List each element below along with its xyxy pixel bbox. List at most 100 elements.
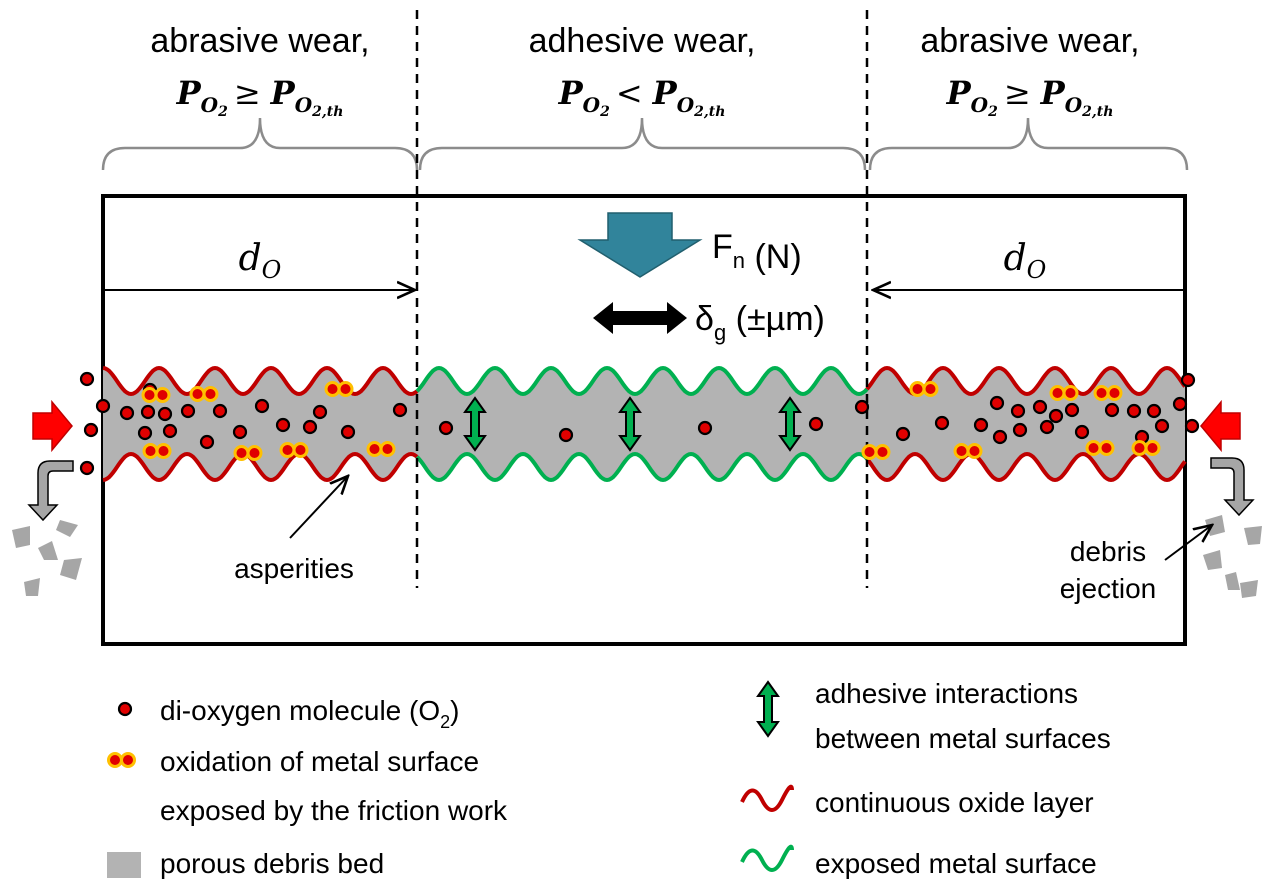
debris-ejection-arrow-left xyxy=(27,460,74,522)
o2-molecule xyxy=(808,416,824,432)
svg-text:exposed metal surface: exposed metal surface xyxy=(815,848,1097,879)
oxide-layer-bottom-left xyxy=(102,451,419,483)
displacement-arrow xyxy=(593,302,687,334)
o2-inflow-arrow-right xyxy=(1200,399,1241,453)
oxide-layer-bottom-right xyxy=(865,451,1187,483)
o2-molecule xyxy=(1184,418,1200,434)
oxidation-pair xyxy=(366,441,396,457)
debris-ejection-pointer xyxy=(1164,525,1212,561)
o2-molecule xyxy=(1104,402,1120,418)
legend-item-oxidation: oxidation of metal surface exposed by th… xyxy=(107,746,508,826)
o2-molecule xyxy=(992,429,1008,445)
brace-center xyxy=(418,117,867,171)
o2-molecule xyxy=(302,419,318,435)
o2-molecule xyxy=(199,434,215,450)
o2-molecule xyxy=(275,417,291,433)
zone-title-right: abrasive wear, xyxy=(920,22,1139,60)
oxide-layer-top-left xyxy=(102,365,419,397)
zone-title-center: adhesive wear, xyxy=(529,22,756,60)
zone-condition-right: PO2≥PO2,th xyxy=(946,74,1114,120)
zone-condition-left: PO2≥PO2,th xyxy=(176,74,344,120)
o2-molecule xyxy=(254,398,270,414)
svg-text:continuous oxide layer: continuous oxide layer xyxy=(815,787,1094,818)
o2-molecule xyxy=(180,403,196,419)
normal-force-label: Fn (±µm) (N) xyxy=(712,228,802,276)
o2-molecule xyxy=(1180,372,1196,388)
zone-braces xyxy=(101,117,1189,171)
oxidation-pair xyxy=(1093,385,1123,401)
adhesive-interaction-arrow xyxy=(463,396,487,452)
svg-text:adhesive interactions: adhesive interactions xyxy=(815,678,1078,709)
o2-molecules xyxy=(79,371,1200,476)
o2-molecule xyxy=(697,420,713,436)
debris-fragments-left xyxy=(12,520,82,596)
o2-molecule xyxy=(558,427,574,443)
o2-molecule xyxy=(312,404,328,420)
brace-left xyxy=(101,117,419,171)
zone-heading-center: adhesive wear, PO2<PO2,th xyxy=(529,22,756,120)
o2-molecule xyxy=(1039,419,1055,435)
o2-molecule xyxy=(1146,403,1162,419)
normal-force-arrow xyxy=(577,212,703,278)
o2-inflow-arrow-left xyxy=(32,399,73,453)
svg-text:di-oxygen molecule (O2): di-oxygen molecule (O2) xyxy=(160,695,459,732)
o2-molecule xyxy=(392,402,408,418)
o2-molecule xyxy=(1172,396,1188,412)
o2-molecule xyxy=(79,460,95,476)
o2-molecule xyxy=(895,426,911,442)
legend-item-metal-surface: exposed metal surface xyxy=(740,844,1097,879)
o2-molecule xyxy=(1074,424,1090,440)
debris-ejection-arrow-right xyxy=(1210,457,1255,517)
debris-fragments-right xyxy=(1203,515,1262,598)
o2-molecule xyxy=(1032,399,1048,415)
o2-molecule xyxy=(989,395,1005,411)
zone-heading-left: abrasive wear, PO2≥PO2,th xyxy=(150,22,369,120)
o2-molecule xyxy=(119,405,135,421)
o2-molecule xyxy=(973,417,989,433)
oxidation-pair xyxy=(233,445,263,461)
oxidation-pair xyxy=(189,386,219,402)
d-o-label-left: dO xyxy=(239,238,282,284)
oxidation-pair xyxy=(1085,440,1115,456)
adhesive-interaction-arrow xyxy=(618,396,642,452)
oxidation-pair xyxy=(861,444,891,460)
oxidation-pair xyxy=(1131,440,1161,456)
debris-label-line1: debris xyxy=(1070,536,1146,567)
svg-text:porous debris bed: porous debris bed xyxy=(160,848,384,879)
debris-label-line2: ejection xyxy=(1060,573,1157,604)
o2-molecule xyxy=(95,398,111,414)
oxidation-pairs xyxy=(141,381,1161,461)
legend: di-oxygen molecule (O2) oxidation of met… xyxy=(107,678,1111,879)
oxidation-pair xyxy=(1049,385,1079,401)
legend-item-debris-bed: porous debris bed xyxy=(107,848,384,879)
o2-molecule xyxy=(934,415,950,431)
svg-text:oxidation of metal surface: oxidation of metal surface xyxy=(160,746,479,777)
o2-molecule xyxy=(232,424,248,440)
o2-molecule xyxy=(438,420,454,436)
o2-molecule xyxy=(340,424,356,440)
metal-surface-top xyxy=(415,365,869,397)
o2-molecule xyxy=(1064,402,1080,418)
oxidation-pair xyxy=(324,381,354,397)
o2-molecule xyxy=(83,422,99,438)
o2-molecule xyxy=(137,425,153,441)
o2-molecule xyxy=(140,404,156,420)
oxidation-pair xyxy=(279,442,309,458)
oxidation-pair xyxy=(141,387,171,403)
o2-molecule xyxy=(79,371,95,387)
oxidation-pair xyxy=(953,443,983,459)
o2-molecule xyxy=(162,423,178,439)
displacement-label: δg (±µm) xyxy=(695,300,825,345)
adhesive-interaction-arrow xyxy=(778,396,802,452)
legend-item-o2: di-oxygen molecule (O2) xyxy=(117,695,459,732)
svg-text:between metal surfaces: between metal surfaces xyxy=(815,723,1111,754)
o2-molecule xyxy=(1126,403,1142,419)
zone-heading-right: abrasive wear, PO2≥PO2,th xyxy=(920,22,1139,120)
o2-molecule xyxy=(1048,408,1064,424)
adhesive-arrows xyxy=(463,396,802,452)
o2-molecule xyxy=(1010,403,1026,419)
metal-surface-bottom xyxy=(415,451,869,483)
o2-molecule xyxy=(1154,418,1170,434)
